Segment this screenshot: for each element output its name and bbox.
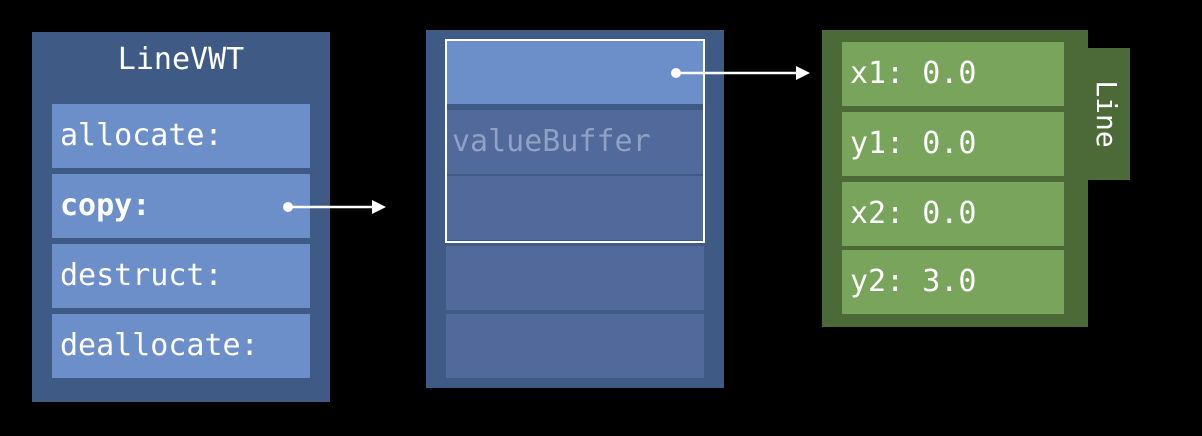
field-y1: y1: 0.0 — [842, 112, 1064, 176]
line-type-tab: Line — [1082, 48, 1130, 180]
value-buffer-slot-2: valueBuffer — [446, 110, 704, 174]
field-x1: x1: 0.0 — [842, 42, 1064, 106]
value-buffer-highlight — [445, 39, 705, 243]
value-buffer-label: valueBuffer — [452, 124, 651, 159]
existential-container: valueBuffer — [426, 30, 724, 388]
copy-arrow — [283, 200, 386, 214]
container-slot-4 — [446, 246, 704, 310]
pointer-arrow — [671, 66, 810, 80]
line-object: x1: 0.0 y1: 0.0 x2: 0.0 y2: 3.0 — [822, 30, 1088, 327]
value-buffer-slot-1 — [446, 40, 704, 104]
value-witness-table: LineVWT allocate: copy: destruct: deallo… — [32, 32, 330, 402]
field-y2: y2: 3.0 — [842, 250, 1064, 314]
vwt-title: LineVWT — [117, 42, 245, 77]
vwt-row-destruct: destruct: — [52, 244, 310, 308]
vwt-row-deallocate: deallocate: — [52, 314, 310, 378]
container-slot-5 — [446, 314, 704, 378]
vwt-row-copy: copy: — [52, 174, 310, 238]
field-x2: x2: 0.0 — [842, 182, 1064, 246]
vwt-row-allocate: allocate: — [52, 104, 310, 168]
value-buffer-slot-3 — [446, 176, 704, 240]
